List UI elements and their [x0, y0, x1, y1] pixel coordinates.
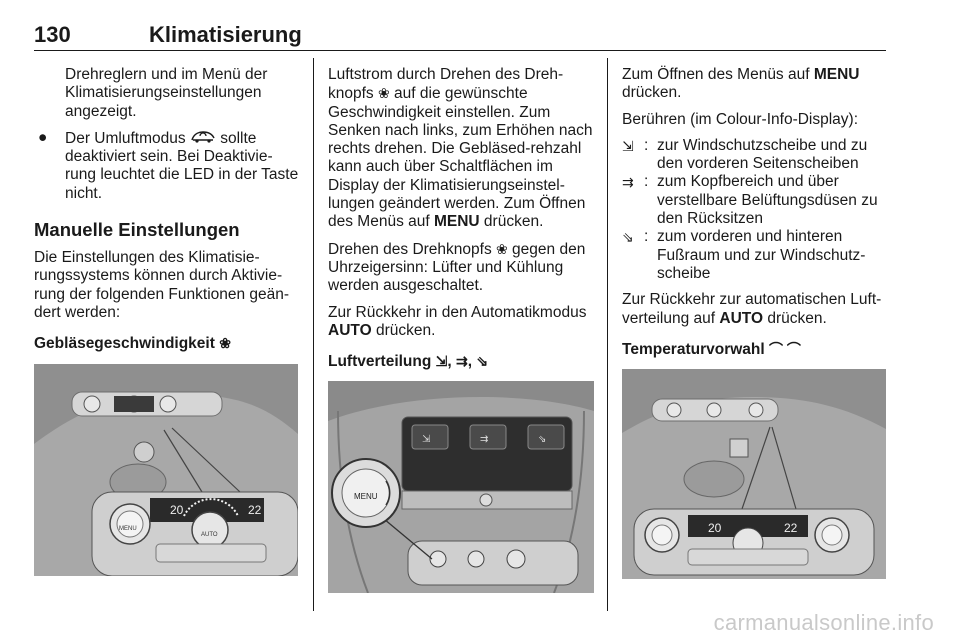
paragraph: Zur Rückkehr in den Automatikmodus AUTO …	[328, 303, 587, 339]
display-left-temp: 20	[708, 521, 722, 536]
display-left-temp: 20	[170, 502, 184, 517]
column-divider	[313, 58, 314, 611]
definition-row: ⇲ : zur Windschutzscheibe und zu den vor…	[622, 137, 888, 174]
svg-text:⇲: ⇲	[422, 434, 431, 445]
windscreen-airflow-icon: ⇲	[622, 137, 634, 154]
menu-knob-label: MENU	[119, 525, 137, 532]
column-left: Drehreglern und im Menü der Klimatisieru…	[34, 66, 300, 576]
bullet-text: Der Umluftmodus sollte deaktiviert sein.…	[65, 129, 299, 202]
bullet-item: ● Der Umluftmodus sollte deaktiviert sei…	[34, 129, 300, 203]
subheading-air-distribution: Luftverteilung ⇲, ⇉, ⇘	[328, 353, 489, 371]
definition-list: ⇲ : zur Windschutzscheibe und zu den vor…	[622, 137, 888, 283]
paragraph: Drehen des Drehknopfs ❀ gegen den Uhrzei…	[328, 240, 586, 295]
paragraph: Zur Rückkehr zur automatischen Luft-vert…	[622, 291, 882, 327]
definition-row: ⇘ : zum vorderen und hinteren Fußraum un…	[622, 228, 888, 283]
column-middle: Luftstrom durch Drehen des Dreh-knopfs ❀…	[328, 66, 594, 594]
column-divider	[607, 58, 608, 611]
definition-text: zur Windschutzscheibe und zu den vordere…	[657, 136, 868, 173]
subheading-fan: Gebläsegeschwindigkeit ❀	[34, 335, 231, 353]
section-heading: Manuelle Einstellungen	[34, 219, 240, 241]
column-right: Zum Öffnen des Menüs auf MENU drücken. B…	[622, 66, 888, 580]
footwell-airflow-icon: ⇘	[622, 229, 634, 246]
definition-text: zum vorderen und hinteren Fußraum und zu…	[657, 228, 866, 282]
bullet-marker: ●	[38, 128, 48, 146]
svg-text:⇉: ⇉	[480, 434, 488, 445]
display-right-temp: 22	[248, 502, 262, 517]
definition-row: ⇉ : zum Kopfbereich und über verstellbar…	[622, 173, 888, 228]
chapter-title: Klimatisierung	[149, 22, 302, 47]
fan-icon: ❀	[377, 85, 390, 102]
temperature-knob-icon: ⌒ ⌒	[769, 340, 801, 357]
page-header: 130 Klimatisierung	[34, 22, 886, 51]
subheading-temperature: Temperaturvorwahl ⌒ ⌒	[622, 340, 801, 358]
head-airflow-icon: ⇉	[456, 353, 468, 370]
figure-air-distribution: ⇲ ⇉ ⇘ MENU	[328, 381, 594, 594]
footwell-airflow-icon: ⇘	[476, 353, 489, 370]
auto-knob-label: AUTO	[201, 531, 218, 538]
windscreen-airflow-icon: ⇲	[435, 353, 448, 370]
fan-icon: ❀	[219, 335, 231, 352]
display-right-temp: 22	[784, 521, 798, 536]
watermark: carmanualsonline.info	[713, 610, 934, 635]
continued-text: Drehreglern und im Menü der Klimatisieru…	[65, 66, 268, 120]
page-number: 130	[34, 22, 71, 47]
menu-knob-label: MENU	[354, 492, 378, 502]
paragraph: Zum Öffnen des Menüs auf MENU drücken.	[622, 66, 860, 102]
figure-temperature-control: 20 22	[622, 369, 886, 580]
head-airflow-icon: ⇉	[622, 174, 634, 191]
definition-text: zum Kopfbereich und über verstellbare Be…	[657, 173, 878, 228]
paragraph: Die Einstellungen des Klimatisie-rungssy…	[34, 249, 290, 321]
svg-text:⇘: ⇘	[538, 434, 546, 445]
paragraph: Luftstrom durch Drehen des Dreh-knopfs ❀…	[328, 66, 593, 231]
figure-fan-control: 20 22 MENU AUTO	[34, 363, 298, 576]
paragraph: Berühren (im Colour-Info-Display):	[622, 110, 859, 128]
fan-icon: ❀	[496, 240, 508, 257]
recirculation-icon	[190, 129, 216, 147]
